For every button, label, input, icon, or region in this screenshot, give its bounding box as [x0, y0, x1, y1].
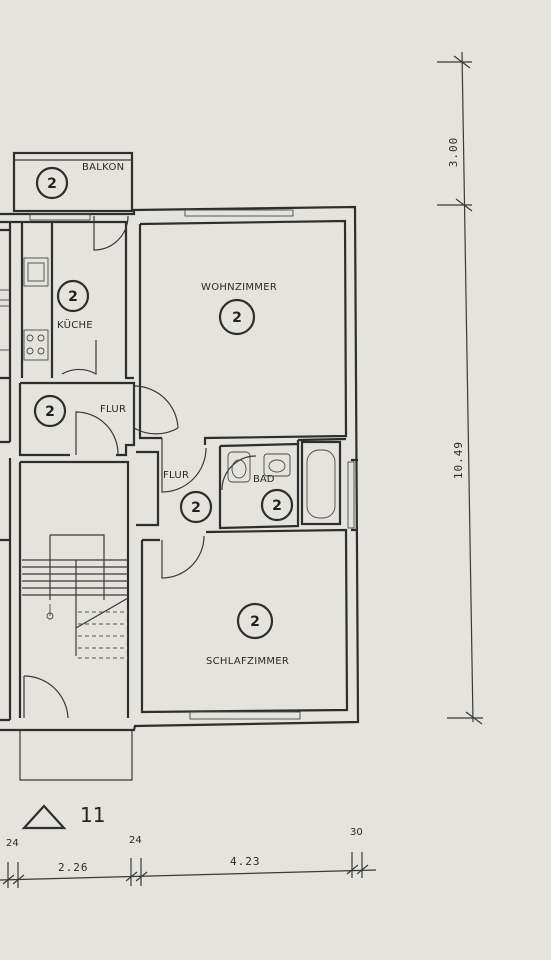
schlafzimmer-number: 2: [250, 614, 260, 630]
schlafzimmer-label: SCHLAFZIMMER: [206, 656, 289, 667]
wohnzimmer-label: WOHNZIMMER: [201, 282, 277, 293]
bathroom: BAD 2: [227, 440, 342, 526]
flur-1-label: FLUR: [100, 404, 126, 415]
dim-24-mid: 24: [129, 835, 142, 846]
wohnzimmer-number: 2: [232, 310, 242, 326]
flur-2-label: FLUR: [163, 470, 189, 481]
dim-10-49: 10.49: [452, 441, 465, 479]
stove-icon: [23, 329, 49, 361]
windows: [29, 209, 355, 720]
balkon-number: 2: [47, 176, 57, 192]
washbasin-icon: [263, 453, 291, 477]
flur-1-number: 2: [45, 404, 55, 420]
flur-1-number-circle: [33, 394, 67, 428]
balkon-label: BALKON: [82, 162, 124, 173]
dim-24-left: 24: [6, 838, 19, 849]
walls: [0, 205, 360, 732]
sink-icon: [23, 257, 49, 287]
horizontal-dimension: 24 2.26 24 4.23 30: [0, 827, 377, 888]
kueche-number: 2: [68, 289, 78, 305]
bad-label: BAD: [253, 474, 275, 485]
staircase: [19, 534, 133, 781]
bad-number-circle: [260, 488, 294, 522]
kueche-number-circle: [56, 279, 90, 313]
kitchen: 2 KÜCHE: [0, 257, 97, 376]
flur-2-number: 2: [191, 500, 201, 516]
toilet-icon: [227, 451, 251, 483]
balcony: BALKON 2: [12, 151, 134, 251]
dim-4-23: 4.23: [230, 855, 261, 868]
dim-2-26: 2.26: [58, 861, 89, 874]
triangle-icon: [21, 804, 67, 830]
flur-2: FLUR 2: [161, 438, 257, 579]
kueche-label: KÜCHE: [57, 318, 93, 331]
balkon-number-circle: [35, 166, 69, 200]
wohnzimmer-number-circle: [218, 298, 256, 336]
flur-2-number-circle: [179, 490, 213, 524]
reference-mark: 11: [21, 803, 105, 830]
schlafzimmer-number-circle: [236, 602, 274, 640]
vertical-dimension: 3.00 10.49: [437, 51, 483, 725]
bathtub-icon: [300, 440, 342, 526]
dim-30-right: 30: [350, 827, 363, 838]
reference-number: 11: [80, 803, 105, 827]
flur-1: 2 FLUR: [33, 385, 179, 456]
wohnzimmer: WOHNZIMMER 2: [201, 282, 277, 336]
dim-3-00: 3.00: [447, 137, 460, 168]
bad-number: 2: [272, 498, 282, 514]
schlafzimmer: 2 SCHLAFZIMMER: [206, 602, 289, 667]
